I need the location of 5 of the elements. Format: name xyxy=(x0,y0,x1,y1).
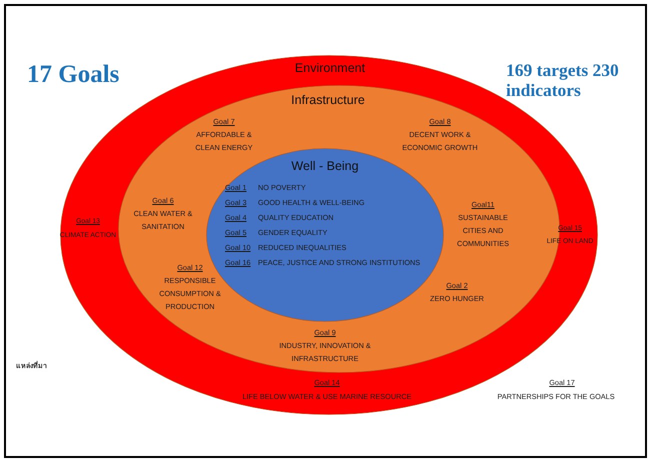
stats-text: 169 targets 230 indicators xyxy=(506,60,620,100)
ring-heading: Environment xyxy=(294,61,366,75)
heading: 17 Goals xyxy=(27,60,120,90)
ring-heading: Well - Being xyxy=(291,159,359,173)
ring-heading: Infrastructure xyxy=(291,93,365,107)
